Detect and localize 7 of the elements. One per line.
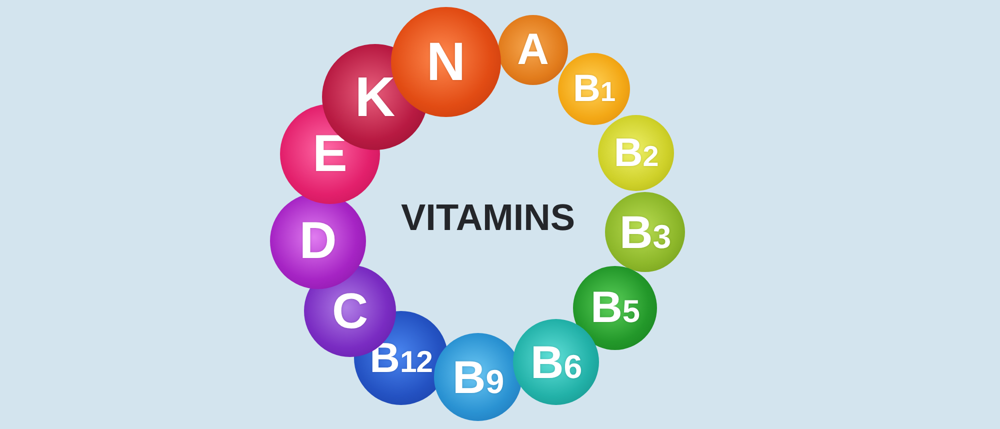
vitamin-letter: E — [312, 128, 348, 180]
diagram-title: VITAMINS — [401, 199, 576, 236]
vitamin-letter: A — [517, 28, 549, 72]
vitamin-letter: D — [299, 215, 337, 267]
vitamin-letter: C — [332, 286, 368, 336]
vitamin-letter: K — [354, 69, 396, 125]
vitamin-letter: N — [426, 35, 466, 89]
